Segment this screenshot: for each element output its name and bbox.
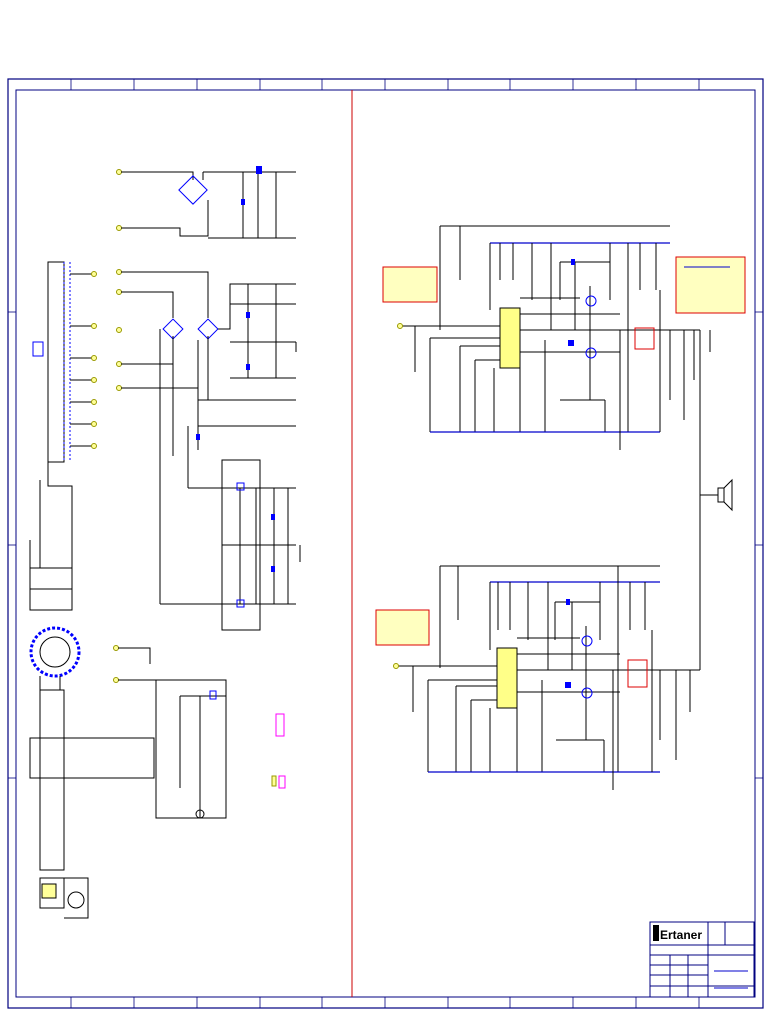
amp-channel-top [397, 225, 711, 450]
amplifier-section [375, 225, 746, 790]
transistor-icon [585, 295, 597, 359]
transformer-icon [32, 261, 71, 463]
bridge-rectifier-icon [116, 169, 296, 239]
title-block [649, 921, 755, 998]
power-supply-section [29, 166, 301, 919]
highlight-box-top [634, 327, 655, 350]
note-box-right [675, 256, 746, 314]
toroid-icon [29, 626, 81, 678]
highlight-box-bottom [627, 659, 648, 688]
transformer-taps [70, 271, 97, 449]
transistor-icon [581, 635, 593, 699]
note-box-bottom [375, 609, 430, 646]
speaker-icon [717, 478, 733, 512]
amp-ic-bottom [496, 647, 518, 709]
ic-chip-icon [271, 713, 286, 789]
connector-icon [41, 883, 85, 909]
amp-channel-bottom [393, 565, 700, 790]
drawing-frame [7, 78, 764, 1009]
company-logo: Ertaner [660, 928, 702, 942]
amp-ic-top [499, 307, 521, 369]
note-box-top [382, 266, 438, 303]
